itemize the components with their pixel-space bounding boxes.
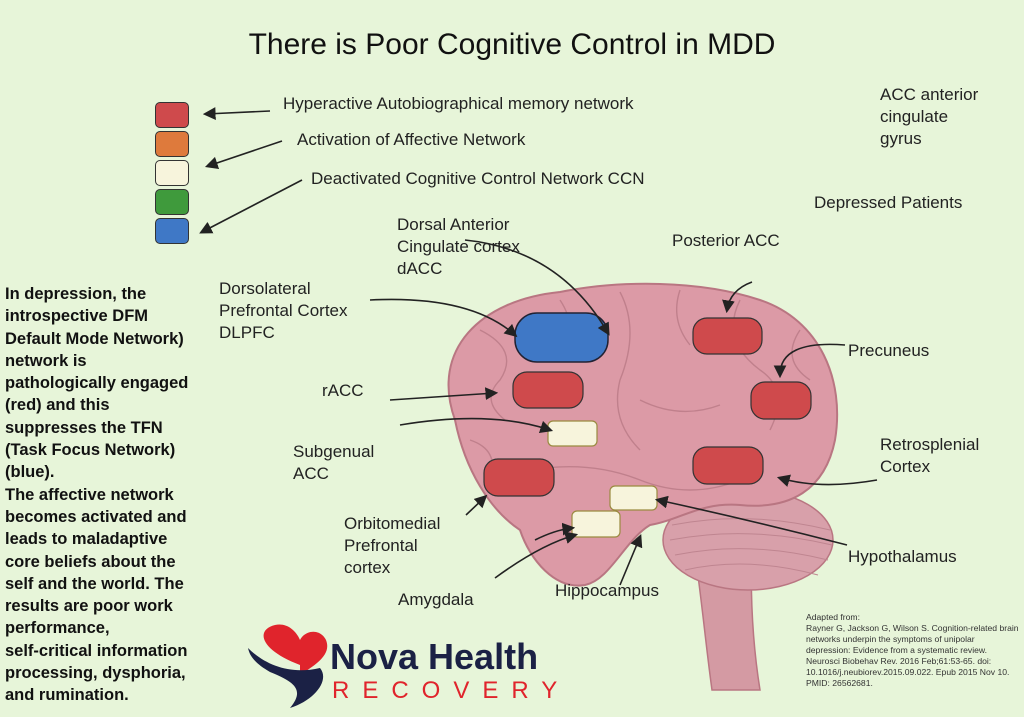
text-line: suppresses the TFN — [5, 418, 163, 437]
label-line: Prefrontal — [344, 536, 418, 555]
label-line: Retrosplenial — [880, 435, 980, 454]
label-line: Subgenual — [293, 442, 375, 461]
text-line: self-critical information — [5, 641, 188, 660]
legend-label-hyperactive: Hyperactive Autobiographical memory netw… — [283, 94, 634, 113]
legend-swatch-orange — [155, 131, 189, 157]
text-line: and rumination. — [5, 686, 129, 705]
region-orbitomedial — [483, 458, 555, 497]
label-line: Prefrontal Cortex — [219, 301, 348, 320]
label-line: Orbitomedial — [344, 514, 441, 533]
label-amygdala: Amygdala — [398, 590, 474, 609]
text-line: The affective network — [5, 485, 174, 504]
label-hippocampus: Hippocampus — [555, 581, 659, 600]
label-hypothalamus: Hypothalamus — [848, 547, 957, 566]
region-racc — [512, 371, 584, 409]
label-subgenual: Subgenual ACC — [293, 441, 374, 485]
text-line: In depression, the — [5, 285, 147, 303]
acc-note-line: cingulate — [880, 107, 949, 126]
text-line: pathologically engaged — [5, 374, 189, 393]
label-line: dACC — [397, 259, 443, 278]
depressed-patients-label: Depressed Patients — [814, 193, 963, 212]
region-posterior-acc — [692, 317, 763, 355]
text-line: processing, dysphoria, — [5, 664, 186, 683]
label-line: Cortex — [880, 457, 931, 476]
text-line: Default Mode Network) — [5, 329, 184, 348]
page-title: There is Poor Cognitive Control in MDD — [248, 28, 776, 61]
legend-swatch-green — [155, 189, 189, 215]
text-line: introspective DFM — [5, 307, 149, 326]
label-orbitomedial: Orbitomedial Prefrontal cortex — [344, 513, 440, 579]
label-line: cortex — [344, 558, 391, 577]
region-hypothalamus — [609, 485, 658, 511]
legend-label-deactivated: Deactivated Cognitive Control Network CC… — [311, 169, 645, 188]
region-dlpfc-blue — [514, 312, 609, 363]
region-subgenual — [547, 420, 598, 447]
text-line: (blue). — [5, 463, 55, 482]
acc-note-line: ACC anterior — [880, 85, 979, 104]
acc-note-line: gyrus — [880, 129, 922, 148]
label-dlpfc: Dorsolateral Prefrontal Cortex DLPFC — [219, 278, 348, 344]
text-line: core beliefs about the — [5, 552, 176, 571]
label-line: Dorsolateral — [219, 279, 311, 298]
region-amygdala — [571, 510, 621, 538]
region-precuneus — [750, 381, 812, 420]
text-line: leads to maladaptive — [5, 530, 168, 549]
label-precuneus: Precuneus — [848, 341, 930, 360]
label-line: ACC — [293, 464, 329, 483]
explanation-text: In depression, the introspective DFM Def… — [5, 283, 230, 707]
legend-label-affective: Activation of Affective Network — [297, 130, 526, 149]
legend-swatch-blue — [155, 218, 189, 244]
label-retrosplenial: Retrosplenial Cortex — [880, 434, 979, 478]
logo-subtext: RECOVERY — [332, 677, 571, 704]
legend-swatch-cream — [155, 160, 189, 186]
text-line: self and the world. The — [5, 574, 184, 593]
citation-line: Adapted from: — [806, 612, 860, 622]
text-line: (red) and this — [5, 396, 110, 415]
text-line: becomes activated and — [5, 507, 187, 526]
label-line: Dorsal Anterior — [397, 215, 510, 234]
region-retrosplenial — [692, 446, 764, 485]
logo-text: Nova Health — [330, 636, 539, 677]
label-posterior-acc: Posterior ACC — [672, 231, 780, 250]
legend-swatch-red — [155, 102, 189, 128]
label-racc: rACC — [322, 381, 364, 400]
text-line: (Task Focus Network) — [5, 441, 176, 460]
label-line: DLPFC — [219, 323, 275, 342]
text-line: results are poor work — [5, 597, 173, 616]
text-line: performance, — [5, 619, 110, 638]
label-dacc: Dorsal Anterior Cingulate cortex dACC — [397, 214, 520, 280]
citation: Adapted from: Rayner G, Jackson G, Wilso… — [806, 612, 1021, 689]
text-line: network is — [5, 351, 87, 370]
acc-note: ACC anterior cingulate gyrus — [880, 84, 978, 150]
label-line: Cingulate cortex — [397, 237, 520, 256]
citation-line: Rayner G, Jackson G, Wilson S. Cognition… — [806, 623, 1019, 688]
